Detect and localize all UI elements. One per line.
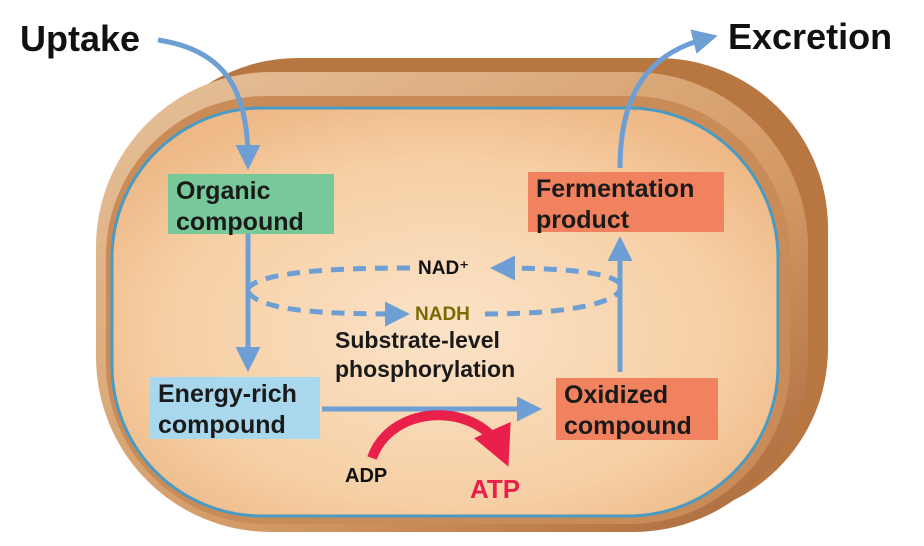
nad-plus-dashed-arc <box>490 255 623 286</box>
nadh-to-right-dashed <box>484 288 623 317</box>
nadh-dashed-arc <box>245 290 410 327</box>
adp-label: ADP <box>345 465 388 487</box>
excretion-arrow <box>617 29 718 169</box>
atp-label: ATP <box>470 474 521 504</box>
uptake-label: Uptake <box>20 18 141 59</box>
oxidized-line-1: Oxidized <box>564 381 669 409</box>
adp-to-atp-arrow <box>367 410 511 467</box>
oxidized-compound-box: Oxidized compound <box>556 378 718 440</box>
energy-line-1: Energy-rich <box>158 380 297 408</box>
organic-compound-box: Organic compound <box>168 174 334 236</box>
fermentation-line-1: Fermentation <box>536 175 695 203</box>
nadh-label: NADH <box>415 304 470 325</box>
substrate-level-label: Substrate-level phosphorylation <box>335 326 515 384</box>
organic-line-1: Organic <box>176 177 271 205</box>
organic-line-2: compound <box>176 208 304 237</box>
fermentation-product-box: Fermentation product <box>528 172 724 234</box>
oxidized-line-2: compound <box>564 412 692 441</box>
energy-line-2: compound <box>158 411 286 440</box>
nad-plus-to-left-dashed <box>246 265 411 290</box>
uptake-arrow <box>157 37 261 170</box>
fermentation-line-2: product <box>536 206 630 235</box>
nad-plus-label: NAD⁺ <box>418 258 470 279</box>
energy-rich-compound-box: Energy-rich compound <box>150 377 320 439</box>
excretion-label: Excretion <box>728 16 893 57</box>
substrate-line-2: phosphorylation <box>335 355 516 382</box>
substrate-line-1: Substrate-level <box>335 327 500 353</box>
